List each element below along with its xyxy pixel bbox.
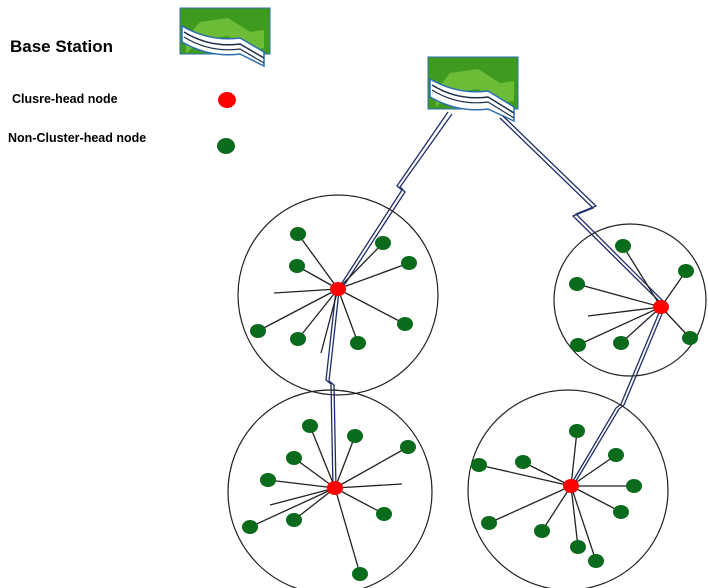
node [569, 277, 585, 291]
node [588, 554, 604, 568]
node [471, 458, 487, 472]
node [397, 317, 413, 331]
non-cluster-head-nodes [471, 424, 642, 568]
link-station-to-top-right [499, 115, 666, 306]
link-station-to-top-left [337, 111, 453, 291]
legend-cluster-head-label: Clusre-head node [12, 92, 118, 106]
node [352, 567, 368, 581]
wireless-links [325, 111, 666, 489]
node [242, 520, 258, 534]
legend: Base Station Clusre-head node Non-Cluste… [8, 7, 271, 154]
node [613, 505, 629, 519]
node [481, 516, 497, 530]
node [350, 336, 366, 350]
node [290, 227, 306, 241]
node [401, 256, 417, 270]
non-cluster-head-nodes [242, 419, 416, 581]
cluster-head-node [327, 481, 343, 495]
node [615, 239, 631, 253]
base-station-icon [179, 7, 271, 68]
node [400, 440, 416, 454]
node [375, 236, 391, 250]
non-cluster-head-nodes [569, 239, 698, 352]
legend-non-cluster-head-label: Non-Cluster-head node [8, 131, 146, 145]
node [515, 455, 531, 469]
link-top-left-to-bottom-left [325, 289, 340, 489]
node [289, 259, 305, 273]
node [290, 332, 306, 346]
node [682, 331, 698, 345]
cluster-head-node [563, 479, 579, 493]
node [347, 429, 363, 443]
cluster-head-node [653, 300, 669, 314]
link-top-right-to-bottom-right [569, 307, 665, 487]
cluster-bottom-right [467, 389, 669, 588]
node [569, 424, 585, 438]
node [250, 324, 266, 338]
cluster-top-left [237, 194, 439, 396]
cluster-top-right [553, 223, 707, 377]
node [286, 513, 302, 527]
node [534, 524, 550, 538]
non-cluster-head-nodes [250, 227, 417, 350]
legend-non-cluster-head-dot [217, 138, 235, 154]
node [260, 473, 276, 487]
base-station-icon [427, 56, 519, 123]
cluster-head-node [330, 282, 346, 296]
node [626, 479, 642, 493]
legend-base-station-label: Base Station [10, 37, 113, 56]
node [286, 451, 302, 465]
node [678, 264, 694, 278]
cluster-boundary [553, 223, 707, 377]
cluster-boundary [227, 389, 433, 588]
node [570, 540, 586, 554]
node [570, 338, 586, 352]
cluster-boundary [237, 194, 439, 396]
node [302, 419, 318, 433]
node [608, 448, 624, 462]
cluster-bottom-left [227, 389, 433, 588]
legend-cluster-head-dot [218, 92, 236, 108]
node [376, 507, 392, 521]
cluster-boundary [467, 389, 669, 588]
node [613, 336, 629, 350]
